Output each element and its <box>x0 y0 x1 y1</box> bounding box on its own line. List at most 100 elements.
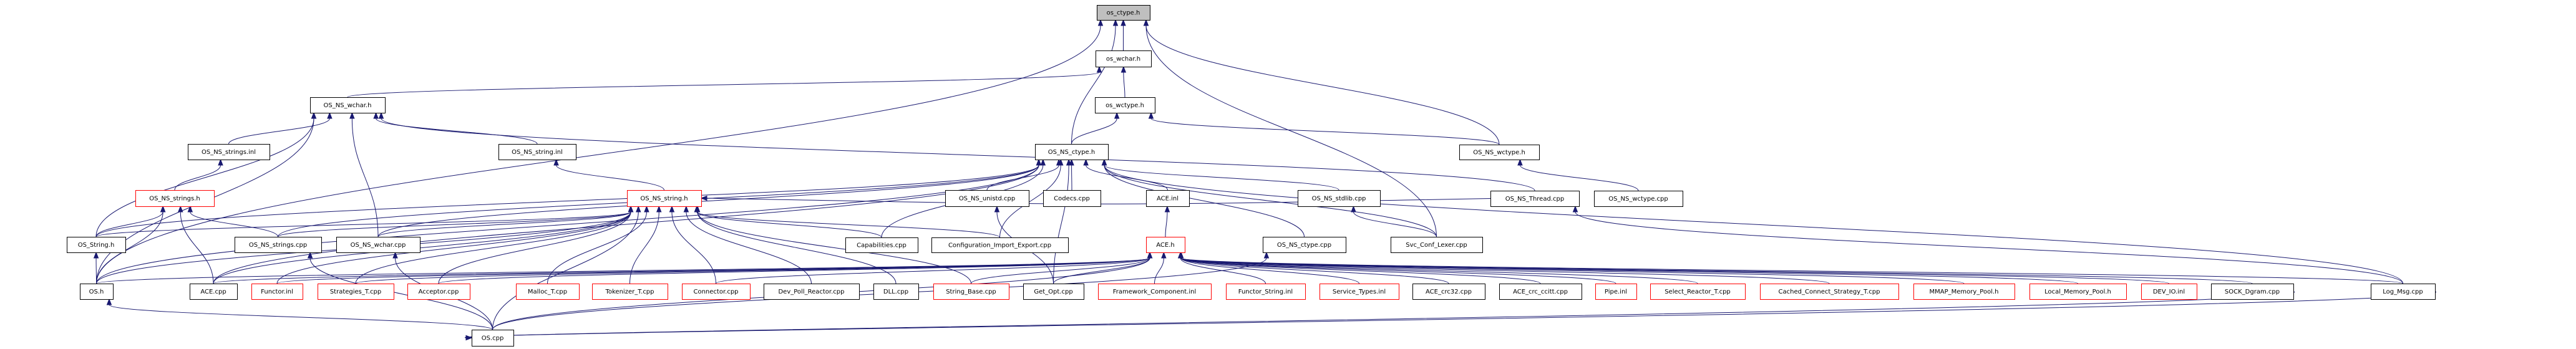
arrowhead-icon <box>700 195 707 201</box>
node-ace-crc32-cpp[interactable]: ACE_crc32.cpp <box>1412 284 1485 300</box>
node-capabilities-cpp[interactable]: Capabilities.cpp <box>845 237 918 253</box>
node-dev-io-inl[interactable]: DEV_IO.inl <box>2141 284 2197 300</box>
node-label: MMAP_Memory_Pool.h <box>1929 289 1998 295</box>
node-label: ACE.cpp <box>200 289 226 295</box>
edge-os-ns-thread-cpp-to-os-ns-wchar-h <box>381 118 1535 191</box>
node-select-reactor-t-cpp[interactable]: Select_Reactor_T.cpp <box>1650 284 1746 300</box>
node-os-wctype-h[interactable]: os_wctype.h <box>1095 97 1155 113</box>
node-ace-inl[interactable]: ACE.inl <box>1146 190 1190 207</box>
node-tokenizer-t-cpp[interactable]: Tokenizer_T.cpp <box>592 284 668 300</box>
edge-mmap-memory-pool-h-to-ace-h <box>1180 257 1965 284</box>
edge-ace-h-to-ace-inl <box>1165 211 1168 237</box>
edge-os-ns-wchar-cpp-to-os-ns-string-h <box>377 211 631 237</box>
node-get-opt-cpp[interactable]: Get_Opt.cpp <box>1023 284 1084 300</box>
node-label: Framework_Component.inl <box>1113 289 1197 295</box>
node-os-ns-strings-h[interactable]: OS_NS_strings.h <box>135 190 215 207</box>
node-strategies-t-cpp[interactable]: Strategies_T.cpp <box>318 284 394 300</box>
node-box <box>472 330 514 347</box>
node-label: OS_NS_strings.h <box>149 196 200 203</box>
node-functor-inl[interactable]: Functor.inl <box>251 284 303 300</box>
edge-get-opt-cpp-to-os-ns-ctype-h <box>1053 165 1069 284</box>
node-box <box>1146 190 1190 207</box>
node-os-ns-wchar-cpp[interactable]: OS_NS_wchar.cpp <box>336 237 420 253</box>
arrowhead-icon <box>93 251 99 259</box>
node-label: Pipe.inl <box>1605 289 1627 295</box>
node-os-ns-ctype-h[interactable]: OS_NS_ctype.h <box>1035 144 1109 160</box>
node-os-ns-wctype-cpp[interactable]: OS_NS_wctype.cpp <box>1594 191 1683 207</box>
node-codecs-cpp[interactable]: Codecs.cpp <box>1043 190 1101 207</box>
node-os-ns-wctype-h[interactable]: OS_NS_wctype.h <box>1459 145 1540 160</box>
node-os-ns-string-h[interactable]: OS_NS_string.h <box>627 190 702 207</box>
arrowhead-icon <box>378 112 384 119</box>
node-label: OS_NS_wctype.h <box>1473 150 1525 156</box>
node-os-ns-wchar-h[interactable]: OS_NS_wchar.h <box>310 97 386 113</box>
node-box <box>407 284 470 300</box>
node-framework-component-inl[interactable]: Framework_Component.inl <box>1098 284 1212 300</box>
node-log-msg-cpp[interactable]: Log_Msg.cpp <box>2371 284 2436 300</box>
node-os-ns-strings-inl[interactable]: OS_NS_strings.inl <box>188 144 270 160</box>
arrowhead-icon <box>1040 158 1046 166</box>
edge-os-h-to-os-ns-strings-h <box>96 211 163 284</box>
node-os-string-h[interactable]: OS_String.h <box>67 237 126 253</box>
node-box <box>336 237 420 253</box>
edge-log-msg-cpp-to-os-ns-ctype-h <box>1104 165 2403 284</box>
edge-log-msg-cpp-to-os-ns-thread-cpp <box>1575 211 2403 284</box>
node-box <box>1320 284 1399 300</box>
node-acceptor-cpp[interactable]: Acceptor.cpp <box>407 284 470 300</box>
node-ace-h[interactable]: ACE.h <box>1146 237 1185 253</box>
node-label: Service_Types.inl <box>1333 289 1386 295</box>
node-box <box>592 284 668 300</box>
edge-os-string-h-to-os-ns-ctype-h <box>95 165 1039 237</box>
node-box <box>1499 284 1582 300</box>
node-box <box>1490 191 1580 207</box>
node-os-ns-thread-cpp[interactable]: OS_NS_Thread.cpp <box>1490 191 1580 207</box>
node-os-ctype-h[interactable]: os_ctype.h <box>1097 5 1150 21</box>
arrowhead-icon <box>465 335 473 341</box>
node-mmap-memory-pool-h[interactable]: MMAP_Memory_Pool.h <box>1913 284 2015 300</box>
node-os-ns-ctype-cpp[interactable]: OS_NS_ctype.cpp <box>1263 237 1346 253</box>
node-connector-cpp[interactable]: Connector.cpp <box>682 284 751 300</box>
node-os-h[interactable]: OS.h <box>80 284 114 300</box>
arrowhead-icon <box>1083 158 1089 166</box>
node-string-base-cpp[interactable]: String_Base.cpp <box>933 284 1009 300</box>
node-box <box>1594 191 1683 207</box>
edge-service-types-inl-to-ace-h <box>1180 257 1359 284</box>
node-svc-conf-lexer-cpp[interactable]: Svc_Conf_Lexer.cpp <box>1391 237 1483 253</box>
edge-os-wctype-h-to-os-wchar-h <box>1123 72 1125 98</box>
node-local-memory-pool-h[interactable]: Local_Memory_Pool.h <box>2029 284 2127 300</box>
node-box <box>80 284 114 300</box>
edge-os-ns-wchar-h-to-os-wchar-h <box>347 72 1100 98</box>
node-box <box>764 284 860 300</box>
node-service-types-inl[interactable]: Service_Types.inl <box>1320 284 1399 300</box>
arrowhead-icon <box>694 205 701 213</box>
node-label: Select_Reactor_T.cpp <box>1665 289 1731 295</box>
edge-os-cpp-to-os-ns-string-h <box>492 211 639 330</box>
node-os-ns-string-inl[interactable]: OS_NS_string.inl <box>498 144 576 160</box>
node-dll-cpp[interactable]: DLL.cpp <box>873 284 919 300</box>
node-configuration-import-export-cpp[interactable]: Configuration_Import_Export.cpp <box>931 237 1069 253</box>
node-ace-cpp[interactable]: ACE.cpp <box>190 284 238 300</box>
node-pipe-inl[interactable]: Pipe.inl <box>1595 284 1637 300</box>
node-dev-poll-reactor-cpp[interactable]: Dev_Poll_Reactor.cpp <box>764 284 860 300</box>
edge-os-ns-wctype-h-to-os-ctype-h <box>1145 25 1500 145</box>
node-os-ns-unistd-cpp[interactable]: OS_NS_unistd.cpp <box>945 190 1029 207</box>
node-label: OS_NS_wchar.h <box>324 102 372 109</box>
edge-ace-inl-to-os-ns-ctype-h <box>1086 165 1168 191</box>
node-box <box>318 284 394 300</box>
node-box <box>188 144 270 160</box>
node-os-cpp[interactable]: OS.cpp <box>472 330 514 347</box>
node-label: String_Base.cpp <box>946 289 996 295</box>
node-ace-crc-ccitt-cpp[interactable]: ACE_crc_ccitt.cpp <box>1499 284 1582 300</box>
edge-dll-cpp-to-os-ns-string-h <box>697 211 897 284</box>
node-os-ns-stdlib-cpp[interactable]: OS_NS_stdlib.cpp <box>1298 190 1381 207</box>
arrowhead-icon <box>636 205 641 213</box>
node-functor-string-inl[interactable]: Functor_String.inl <box>1226 284 1306 300</box>
node-box <box>2211 284 2294 300</box>
node-os-wchar-h[interactable]: os_wchar.h <box>1096 50 1152 67</box>
node-sock-dgram-cpp[interactable]: SOCK_Dgram.cpp <box>2211 284 2294 300</box>
node-box <box>1226 284 1306 300</box>
node-cached-connect-strategy-t-cpp[interactable]: Cached_Connect_Strategy_T.cpp <box>1760 284 1899 300</box>
node-os-ns-strings-cpp[interactable]: OS_NS_strings.cpp <box>235 237 322 253</box>
node-malloc-t-cpp[interactable]: Malloc_T.cpp <box>516 284 580 300</box>
edge-os-ns-string-h-to-os-ns-string-inl <box>556 165 664 191</box>
